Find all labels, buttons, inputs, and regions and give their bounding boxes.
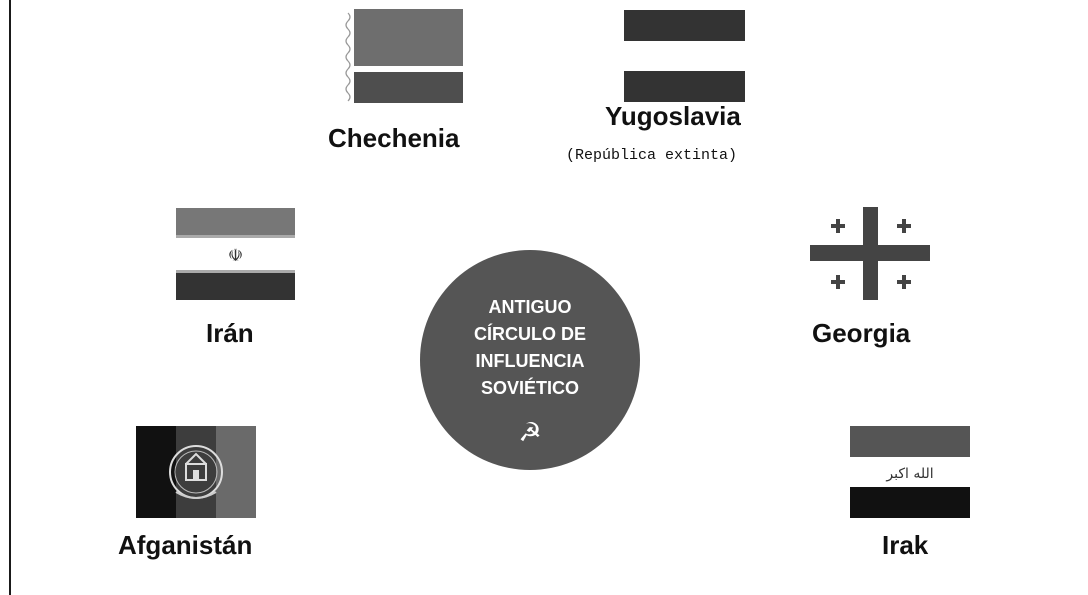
iraq-takbir: الله اكبر [885,466,933,482]
yugoslavia-flag-icon [624,10,745,102]
center-title: ANTIGUO CÍRCULO DE INFLUENCIA SOVIÉTICO [420,294,640,402]
georgia-flag-icon [810,207,930,300]
iran-emblem: ☫ [228,246,243,266]
center-line-4: SOVIÉTICO [480,378,579,398]
chechenia-label: Chechenia [328,123,460,153]
iran-label: Irán [206,318,254,348]
yugoslavia-label: Yugoslavia [605,101,741,131]
center-line-3: INFLUENCIA [475,351,585,371]
georgia-label: Georgia [812,318,911,348]
center-line-1: ANTIGUO [488,297,572,317]
left-border-line [9,0,11,595]
yugoslavia-note: (República extinta) [566,147,738,164]
irak-label: Irak [882,530,929,560]
center-line-2: CÍRCULO DE [474,324,586,344]
hammer-sickle-icon: ☭ [518,418,542,448]
center-circle: ANTIGUO CÍRCULO DE INFLUENCIA SOVIÉTICO … [420,250,640,470]
iraq-flag-icon: الله اكبر [850,426,970,518]
chechnya-flag-icon [343,9,463,103]
iran-flag-icon: ☫ [176,208,295,300]
afghanistan-flag-icon [136,426,256,518]
afganistan-label: Afganistán [118,530,253,560]
